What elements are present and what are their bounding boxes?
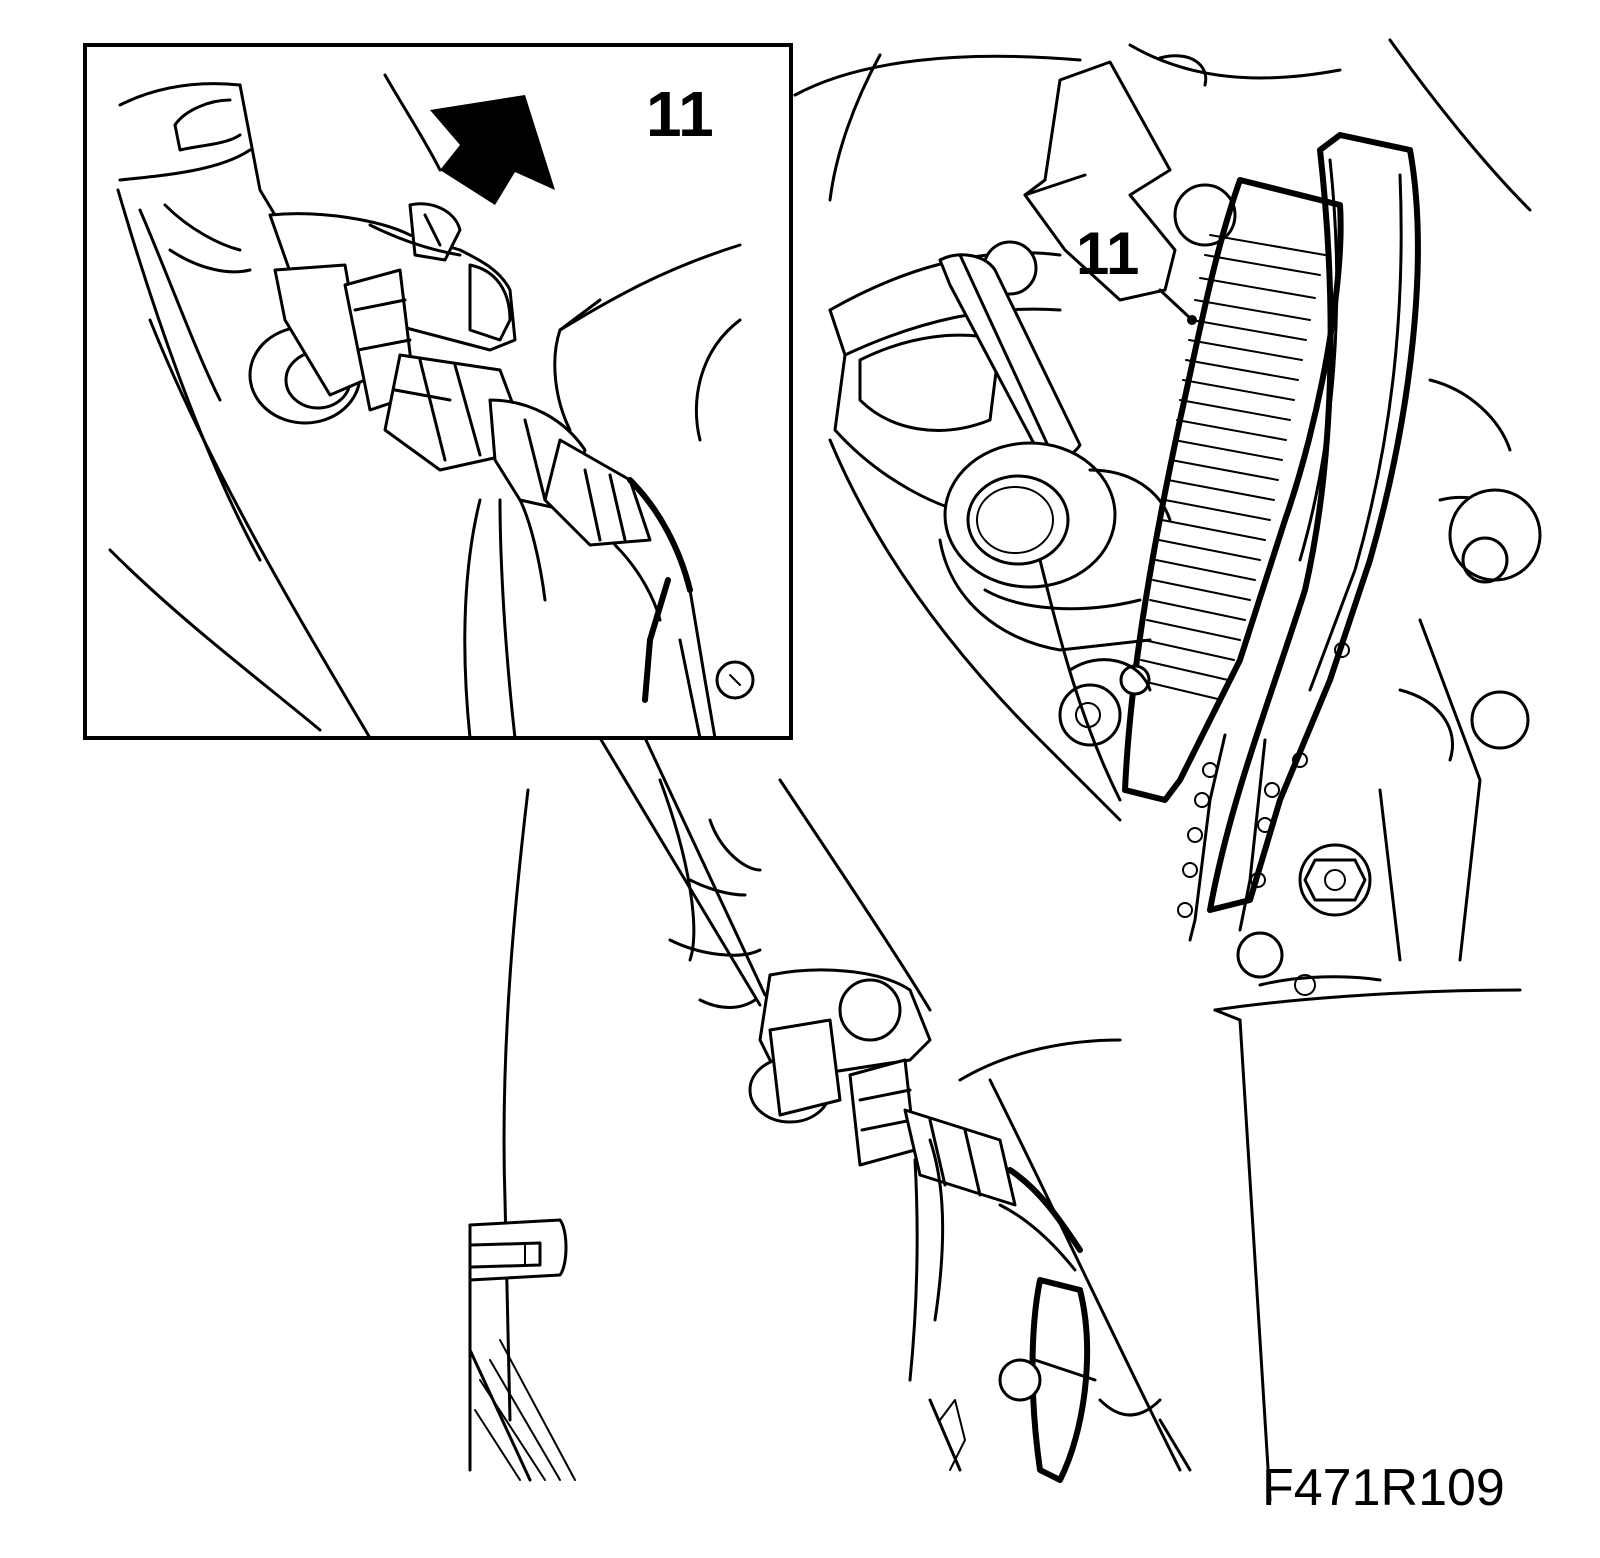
inset-callout-number: 11 [646,78,714,150]
inset-detail [83,43,793,1007]
main-view-drawing [793,38,1542,1502]
direction-arrow-icon [430,95,555,205]
figure-code: F471R109 [1262,1459,1505,1517]
sensor-main-view [468,778,1192,1483]
main-callout-number: 11 [1076,220,1140,287]
